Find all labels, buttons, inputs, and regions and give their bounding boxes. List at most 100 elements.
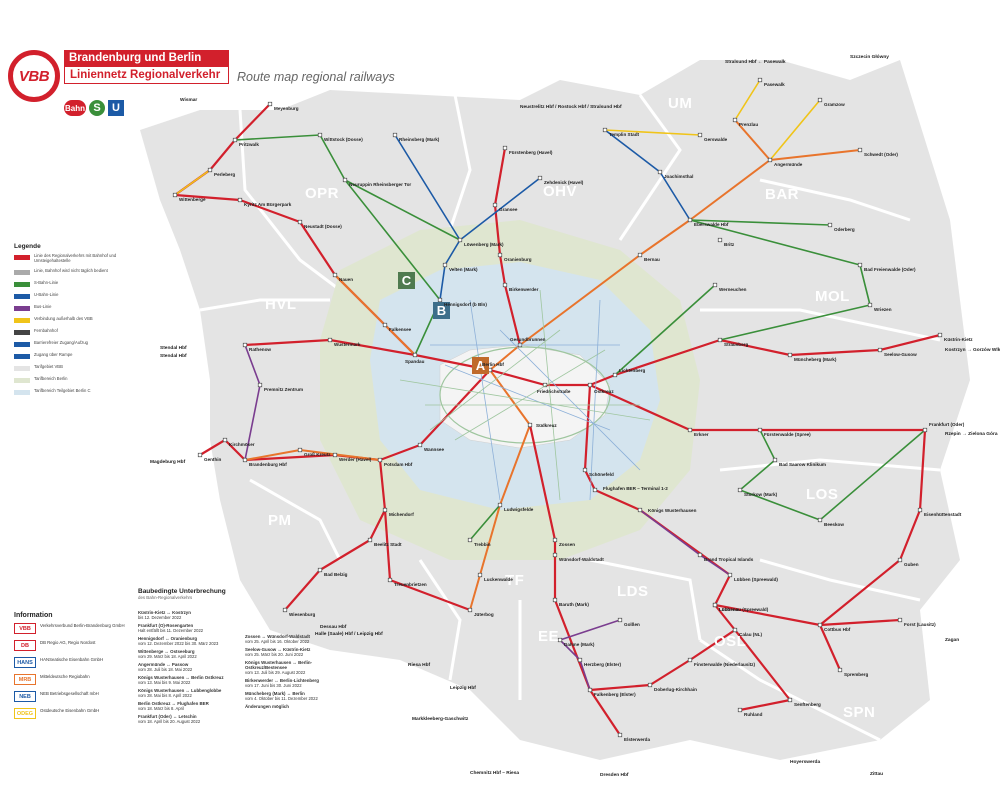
station-label[interactable]: Wiesenburg — [289, 612, 316, 617]
station-marker[interactable] — [317, 132, 323, 138]
station-marker[interactable] — [477, 572, 483, 578]
station-marker[interactable] — [772, 457, 778, 463]
station-label[interactable]: Senftenberg — [794, 702, 821, 707]
station-marker[interactable] — [257, 382, 263, 388]
station-marker[interactable] — [602, 127, 608, 133]
station-marker[interactable] — [687, 427, 693, 433]
station-marker[interactable] — [552, 537, 558, 543]
station-label[interactable]: Oderberg — [834, 227, 855, 232]
station-marker[interactable] — [857, 262, 863, 268]
station-label[interactable]: Golßen — [624, 622, 640, 627]
station-label[interactable]: Nauen — [339, 277, 354, 282]
station-label[interactable]: Zossen — [559, 542, 576, 547]
station-marker[interactable] — [382, 322, 388, 328]
station-marker[interactable] — [837, 667, 843, 673]
station-label[interactable]: Treuenbrietzen — [394, 582, 427, 587]
station-label[interactable]: Erkner — [694, 432, 709, 437]
station-marker[interactable] — [817, 517, 823, 523]
station-label[interactable]: Doberlug-Kirchhain — [654, 687, 697, 692]
station-marker[interactable] — [732, 117, 738, 123]
station-label[interactable]: Bad Freienwalde (Oder) — [864, 267, 916, 272]
station-marker[interactable] — [502, 282, 508, 288]
station-marker[interactable] — [557, 637, 563, 643]
station-label[interactable]: Michendorf — [389, 512, 414, 517]
station-label[interactable]: Lübbenau (Spreewald) — [719, 607, 769, 612]
station-marker[interactable] — [637, 252, 643, 258]
station-label[interactable]: Gransee — [499, 207, 518, 212]
station-marker[interactable] — [917, 507, 923, 513]
station-label[interactable]: Cottbus Hbf — [824, 627, 851, 632]
station-marker[interactable] — [342, 177, 348, 183]
station-label[interactable]: Seelow-Gusow — [884, 352, 917, 357]
station-label[interactable]: Berlin Hbf — [482, 362, 504, 367]
station-marker[interactable] — [617, 732, 623, 738]
station-marker[interactable] — [242, 457, 248, 463]
station-label[interactable]: Schwedt (Oder) — [864, 152, 898, 157]
station-marker[interactable] — [172, 192, 178, 198]
station-marker[interactable] — [712, 282, 718, 288]
station-label[interactable]: Meyenburg — [274, 106, 299, 111]
station-label[interactable]: Angermünde — [774, 162, 803, 167]
station-label[interactable]: Neustadt (Dosse) — [304, 224, 342, 229]
station-marker[interactable] — [237, 197, 243, 203]
station-marker[interactable] — [502, 145, 508, 151]
station-label[interactable]: Calau (NL) — [739, 632, 762, 637]
station-label[interactable]: Brandenburg Hbf — [249, 462, 287, 467]
station-label[interactable]: Müncheberg (Mark) — [794, 357, 837, 362]
station-marker[interactable] — [717, 337, 723, 343]
station-marker[interactable] — [197, 452, 203, 458]
station-label[interactable]: Brand Tropical Islands — [704, 557, 754, 562]
station-marker[interactable] — [467, 607, 473, 613]
station-label[interactable]: Ostkreuz — [594, 389, 614, 394]
station-label[interactable]: Frankfurt (Oder) — [929, 422, 965, 427]
station-marker[interactable] — [467, 537, 473, 543]
station-label[interactable]: Falkensee — [389, 327, 412, 332]
station-label[interactable]: Kirchmöser — [229, 442, 255, 447]
station-marker[interactable] — [857, 147, 863, 153]
station-label[interactable]: Königs Wusterhausen — [648, 508, 697, 513]
station-label[interactable]: Schönefeld — [589, 472, 614, 477]
station-marker[interactable] — [897, 617, 903, 623]
station-label[interactable]: Falkenberg (Elster) — [594, 692, 636, 697]
station-marker[interactable] — [282, 607, 288, 613]
station-label[interactable]: Bad Belzig — [324, 572, 348, 577]
station-marker[interactable] — [242, 342, 248, 348]
station-marker[interactable] — [367, 537, 373, 543]
station-label[interactable]: Lübben (Spreewald) — [734, 577, 778, 582]
station-marker[interactable] — [827, 222, 833, 228]
station-label[interactable]: Perleberg — [214, 172, 236, 177]
station-marker[interactable] — [232, 137, 238, 143]
station-label[interactable]: Elsterwerda — [624, 737, 651, 742]
station-marker[interactable] — [637, 507, 643, 513]
station-label[interactable]: Pasewalk — [764, 82, 785, 87]
station-label[interactable]: Herzberg (Elster) — [584, 662, 622, 667]
station-marker[interactable] — [592, 487, 598, 493]
station-label[interactable]: Potsdam Hbf — [384, 462, 413, 467]
station-label[interactable]: Ludwigsfelde — [504, 507, 534, 512]
station-marker[interactable] — [712, 602, 718, 608]
station-label[interactable]: Britz — [724, 242, 735, 247]
station-marker[interactable] — [382, 507, 388, 513]
station-label[interactable]: Forst (Lausitz) — [904, 622, 936, 627]
station-marker[interactable] — [327, 337, 333, 343]
station-label[interactable]: Flughafen BER – Terminal 1-2 — [603, 486, 668, 491]
station-marker[interactable] — [657, 169, 663, 175]
station-marker[interactable] — [387, 577, 393, 583]
station-label[interactable]: Genthin — [204, 457, 222, 462]
station-marker[interactable] — [377, 457, 383, 463]
station-marker[interactable] — [612, 372, 618, 378]
station-label[interactable]: Templin Stadt — [609, 132, 640, 137]
station-label[interactable]: Gesundbrunnen — [510, 337, 546, 342]
station-marker[interactable] — [937, 332, 943, 338]
station-label[interactable]: Rheinsberg (Mark) — [399, 137, 440, 142]
station-label[interactable]: Lübbenau — [719, 607, 741, 612]
station-marker[interactable] — [442, 262, 448, 268]
station-marker[interactable] — [817, 97, 823, 103]
station-label[interactable]: Birkenwerder — [509, 287, 539, 292]
station-marker[interactable] — [552, 552, 558, 558]
station-marker[interactable] — [332, 272, 338, 278]
station-label[interactable]: Kyritz Am Bürgerpark — [244, 202, 292, 207]
station-label[interactable]: Finsterwalde (Niederlausitz) — [694, 662, 756, 667]
station-label[interactable]: Werder (Havel) — [339, 457, 372, 462]
station-marker[interactable] — [537, 175, 543, 181]
